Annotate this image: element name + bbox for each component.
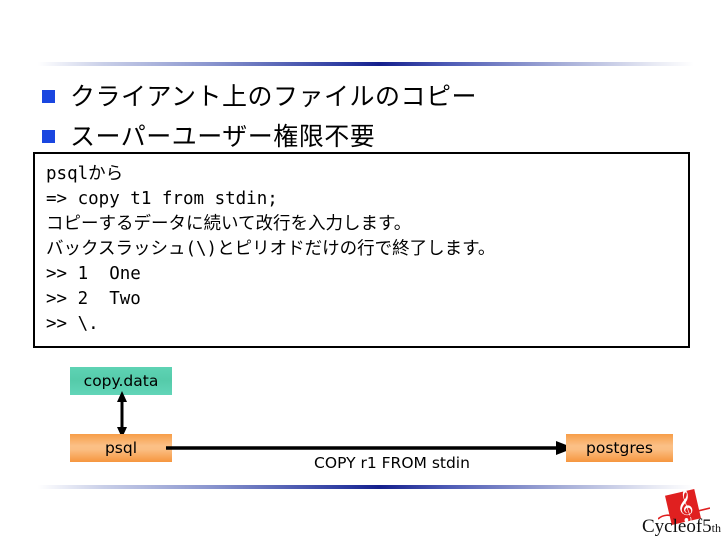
logo-wordmark: Cycleof5th (642, 516, 721, 538)
diagram-node-label: postgres (586, 439, 653, 457)
bullet-item: クライアント上のファイルのコピー (42, 76, 682, 116)
flow-diagram: copy.data psql COPY r1 FROM stdin postgr… (0, 355, 728, 480)
code-line: psqlから (46, 164, 124, 184)
header-divider (38, 62, 694, 66)
bullet-item: スーパーユーザー権限不要 (42, 116, 682, 156)
code-line: >> 1 One (46, 264, 141, 284)
code-line: バックスラッシュ(\)とピリオドだけの行で終了します。 (46, 239, 496, 259)
diagram-node-label: copy.data (83, 372, 159, 390)
logo-word: Cycleof (642, 516, 703, 537)
diagram-node-copy-data: copy.data (70, 367, 172, 395)
code-line: => copy t1 from stdin; (46, 189, 278, 209)
bullet-item-label: スーパーユーザー権限不要 (70, 121, 376, 151)
double-arrow-vertical-icon (117, 391, 127, 438)
diagram-node-label: psql (104, 439, 138, 457)
bullet-square-icon (42, 89, 55, 103)
diagram-node-postgres: postgres (566, 434, 673, 462)
footer-logo: 𝄞 Cycleof5th (640, 488, 724, 542)
logo-suffix: th (711, 521, 721, 535)
diagram-node-psql: psql (70, 434, 172, 462)
bullet-item-label: クライアント上のファイルのコピー (70, 81, 478, 111)
bullet-list: クライアント上のファイルのコピー スーパーユーザー権限不要 (42, 76, 682, 156)
diagram-edge-label: COPY r1 FROM stdin (314, 454, 470, 472)
logo-number: 5 (702, 516, 712, 537)
code-line: >> 2 Two (46, 289, 141, 309)
logo-swoosh-icon (658, 507, 710, 520)
code-line: コピーするデータに続いて改行を入力します。 (46, 214, 412, 234)
footer-divider (38, 485, 694, 489)
code-line: >> \. (46, 314, 99, 334)
bullet-square-icon (42, 129, 55, 143)
arrow-right-icon (166, 441, 574, 455)
code-block: psqlから => copy t1 from stdin; コピーするデータに続… (33, 152, 690, 348)
